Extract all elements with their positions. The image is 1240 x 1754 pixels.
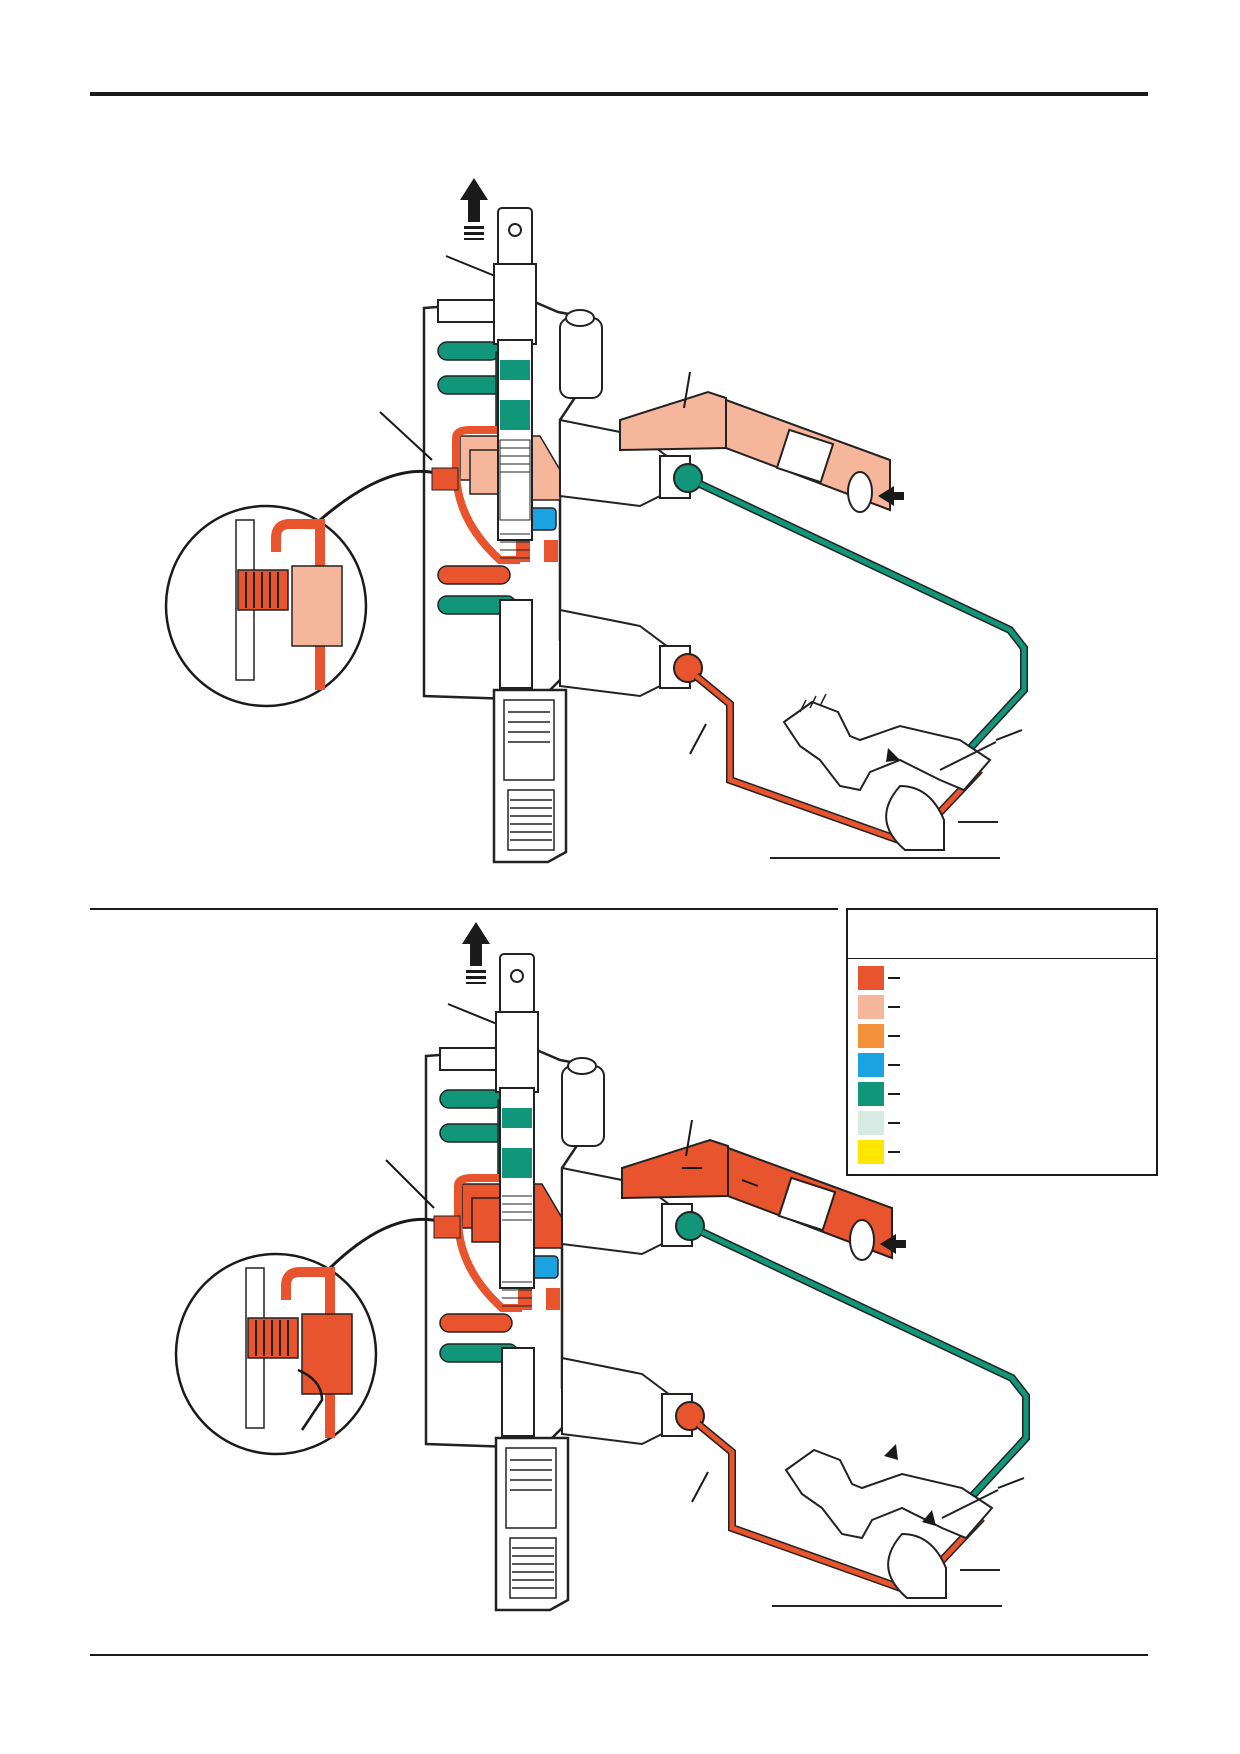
legend-row [858, 1082, 900, 1106]
lower-port-fitting [559, 608, 703, 698]
arrow-left-icon [878, 486, 904, 506]
arrow-up-icon [462, 922, 490, 984]
arrow-left-icon [880, 1234, 906, 1254]
valve-diagram-top [164, 178, 1028, 864]
legend-row [858, 1053, 900, 1077]
inlet-pipe [621, 1138, 893, 1261]
legend-leader [888, 1006, 900, 1008]
spring-housing [492, 688, 568, 864]
lower-port-fitting [561, 1356, 705, 1446]
legend-swatch [858, 1024, 884, 1048]
inlet-pipe [619, 390, 891, 513]
legend-leader [888, 1122, 900, 1124]
legend-leader [888, 1151, 900, 1153]
legend-swatch [858, 1053, 884, 1077]
bottom-rule [90, 1654, 1148, 1656]
legend-header [848, 910, 1156, 959]
spring-housing [494, 1436, 570, 1612]
legend-row [858, 995, 900, 1019]
legend-leader [888, 977, 900, 979]
magnified-detail-icon [164, 469, 441, 708]
legend-swatch [858, 966, 884, 990]
magnified-detail-icon [174, 1217, 443, 1456]
legend-swatch [858, 995, 884, 1019]
legend-row [858, 1024, 900, 1048]
legend-swatch [858, 1111, 884, 1135]
legend-swatch [858, 1140, 884, 1164]
brake-pedal-icon [772, 1444, 1025, 1607]
return-line [700, 1228, 1030, 1521]
arrow-up-icon [460, 178, 488, 240]
plunger-rod [495, 953, 539, 1437]
legend-leader [888, 1064, 900, 1066]
legend-swatch [858, 1082, 884, 1106]
plunger-rod [493, 207, 537, 689]
legend-row [858, 966, 900, 990]
legend-row [858, 1140, 900, 1164]
top-rule [90, 92, 1148, 96]
colour-key-legend [846, 908, 1158, 1176]
legend-leader [888, 1093, 900, 1095]
legend-leader [888, 1035, 900, 1037]
middle-rule [90, 908, 838, 910]
brake-pedal-icon [770, 693, 1023, 859]
legend-row [858, 1111, 900, 1135]
